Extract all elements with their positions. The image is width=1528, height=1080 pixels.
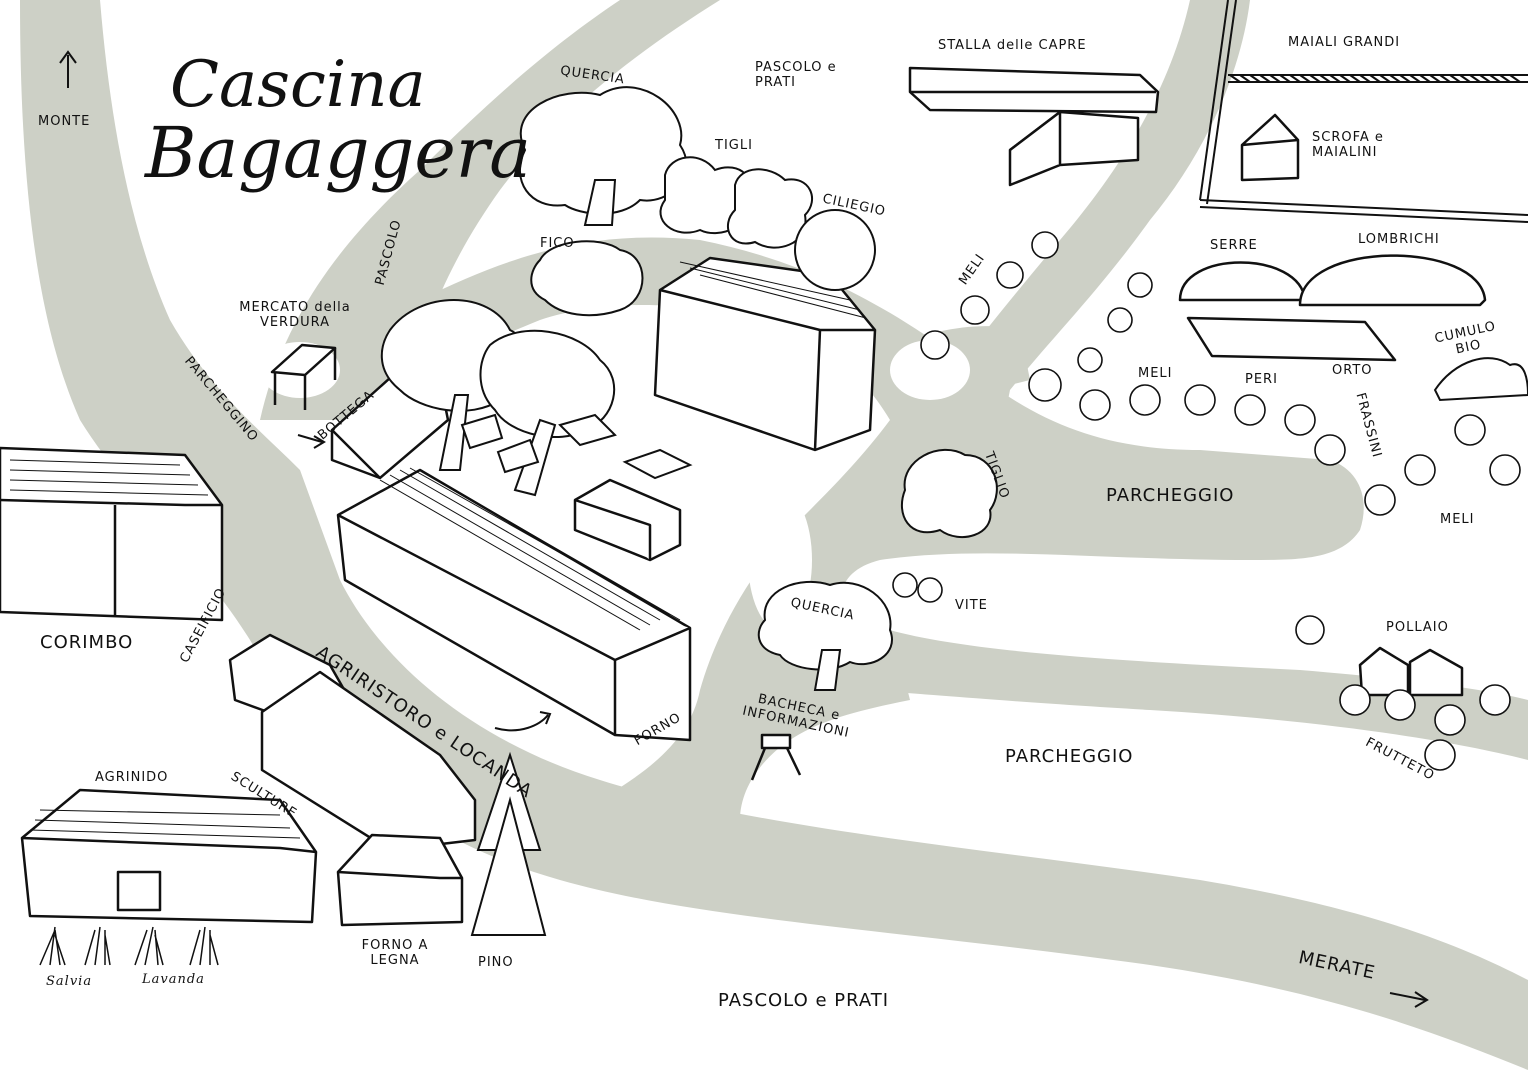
label-parcheggio-right: PARCHEGGIO bbox=[1106, 485, 1235, 506]
label-scrofa: SCROFA e MAIALINI bbox=[1312, 130, 1384, 160]
label-pascolo-prati-top: PASCOLO e PRATI bbox=[755, 60, 837, 90]
orchard-trees bbox=[892, 231, 1521, 771]
label-serre: SERRE bbox=[1210, 238, 1258, 253]
label-stalla: STALLA delle CAPRE bbox=[938, 38, 1087, 53]
label-pino: PINO bbox=[478, 955, 514, 970]
label-salvia: Salvia bbox=[46, 974, 93, 989]
label-mercato: MERCATO della VERDURA bbox=[239, 300, 351, 330]
label-fico: FICO bbox=[540, 236, 575, 251]
label-vite: VITE bbox=[955, 598, 988, 613]
label-pascolo-prati-bottom: PASCOLO e PRATI bbox=[718, 990, 890, 1011]
label-maiali-grandi: MAIALI GRANDI bbox=[1288, 35, 1401, 50]
label-parcheggio-bottom: PARCHEGGIO bbox=[1005, 746, 1134, 767]
label-peri: PERI bbox=[1245, 372, 1278, 387]
label-orto: ORTO bbox=[1332, 363, 1373, 378]
label-forno-legna: FORNO A LEGNA bbox=[361, 938, 429, 968]
herbs bbox=[39, 926, 219, 966]
map-title-line2: Bagaggera bbox=[145, 112, 531, 194]
label-corimbo: CORIMBO bbox=[40, 632, 134, 653]
pig-enclosure bbox=[1199, 0, 1528, 223]
label-pollaio: POLLAIO bbox=[1386, 620, 1449, 635]
picnic-tables bbox=[460, 413, 693, 480]
buildings bbox=[0, 66, 1487, 927]
label-meli-mid: MELI bbox=[1138, 366, 1173, 381]
label-lavanda: Lavanda bbox=[142, 972, 205, 987]
direction-north: MONTE bbox=[38, 114, 91, 129]
map-title-line1: Cascina bbox=[170, 48, 426, 122]
label-agrinido: AGRINIDO bbox=[95, 770, 169, 785]
label-lombrichi: LOMBRICHI bbox=[1358, 232, 1440, 247]
roof-hatching bbox=[9, 261, 867, 839]
label-tigli: TIGLI bbox=[715, 138, 753, 153]
trees bbox=[380, 86, 1528, 936]
label-meli-right: MELI bbox=[1440, 512, 1475, 527]
